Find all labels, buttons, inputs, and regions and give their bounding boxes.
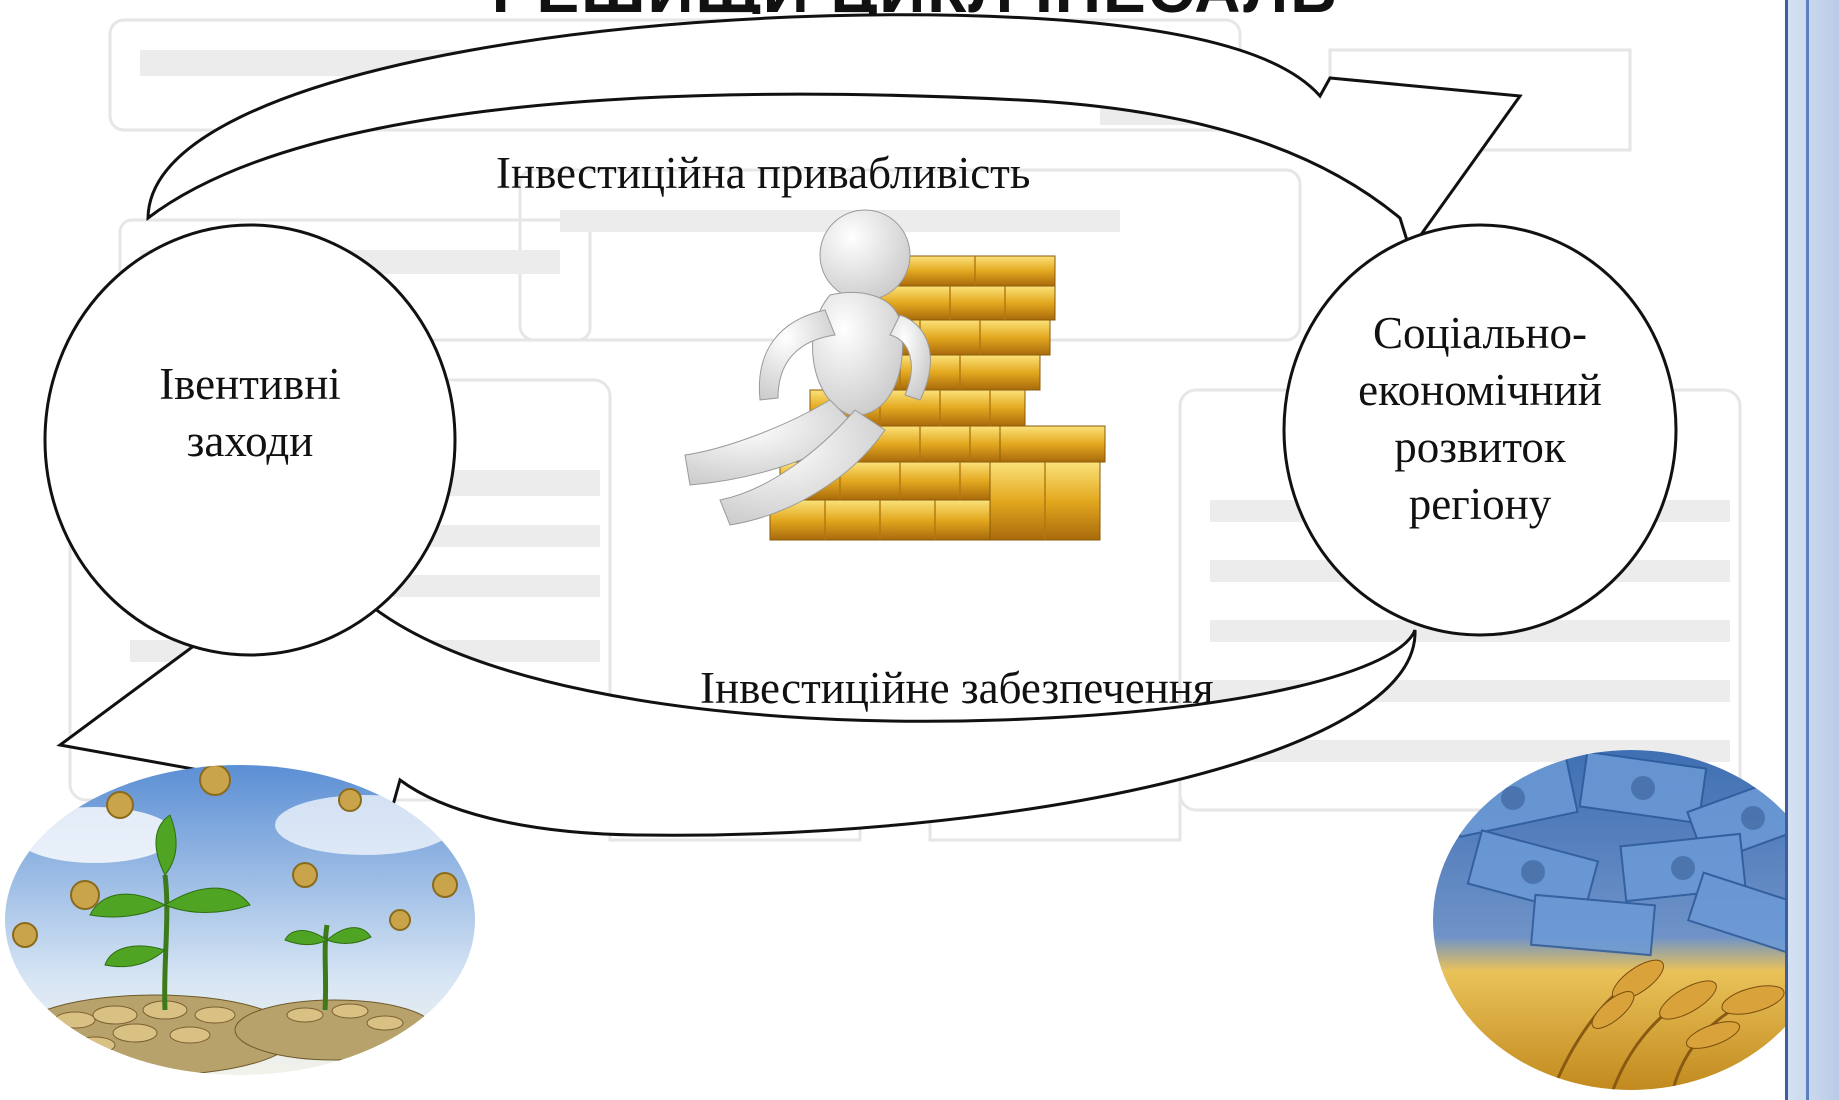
cycle-diagram	[43, 13, 1678, 837]
right-oval-line2: економічний	[1358, 365, 1602, 415]
right-oval-text: Соціально- економічний розвиток регіону	[1320, 305, 1640, 533]
right-decorative-sidebar	[1785, 0, 1839, 1100]
right-oval	[1282, 223, 1678, 637]
dollars-and-wheat-image	[1433, 750, 1829, 1090]
slide-title: РЕШИЩИ ЦИКЛ ІНЕСАЛЬ	[290, 0, 1540, 14]
left-oval-text: Івентивні заходи	[90, 356, 410, 470]
sidebar-stripe	[1806, 0, 1809, 1100]
right-oval-line4: регіону	[1408, 479, 1552, 529]
left-oval	[43, 223, 457, 657]
left-oval-line2: заходи	[186, 416, 314, 466]
right-oval-line3: розвиток	[1394, 422, 1566, 472]
top-arrow-label: Інвестиційна привабливість	[496, 148, 1031, 198]
right-oval-line1: Соціально-	[1372, 308, 1587, 358]
left-oval-line1: Івентивні	[159, 359, 341, 409]
plant-growing-from-coins-image	[5, 765, 475, 1075]
bottom-arrow-label: Інвестиційне забезпечення	[700, 663, 1214, 713]
businessman-on-gold-bars-image	[684, 209, 1106, 541]
